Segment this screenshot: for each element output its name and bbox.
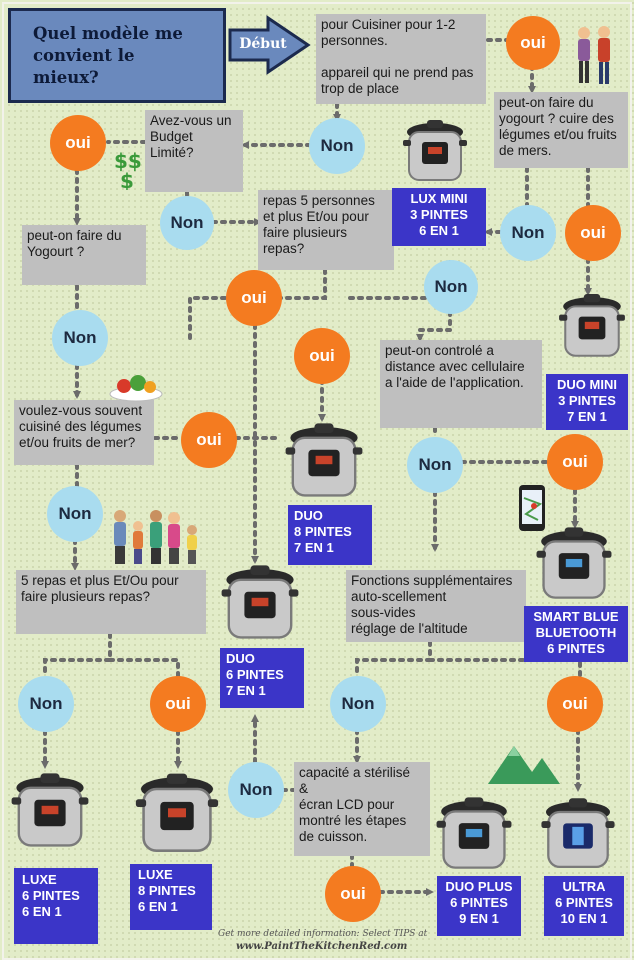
answer-non-5: Non	[52, 310, 108, 366]
answer-non-2: Non	[160, 196, 214, 250]
answer-oui-6: oui	[181, 412, 237, 468]
answer-oui-7: oui	[547, 434, 603, 490]
money-icon: $$$	[114, 150, 142, 190]
model-lux-mini: LUX MINI 3 PINTES 6 EN 1	[392, 188, 486, 246]
answer-oui-3: oui	[565, 205, 621, 261]
model-duo-mini: DUO MINI 3 PINTES 7 EN 1	[546, 374, 628, 430]
footer-info: Get more detailed information: Select TI…	[218, 929, 428, 939]
question-10: capacité a stérilisé & écran LCD pour mo…	[294, 762, 430, 856]
answer-oui-2: oui	[50, 115, 106, 171]
question-9: Fonctions supplémentaires auto-scellemen…	[346, 570, 526, 642]
question-6: peut-on controlé a distance avec cellula…	[380, 340, 542, 428]
svg-text:$: $	[120, 169, 134, 190]
answer-oui-8: oui	[150, 676, 206, 732]
answer-non-7: Non	[47, 486, 103, 542]
start-label: Début	[239, 36, 287, 52]
question-5: peut-on faire du Yogourt ?	[22, 225, 146, 285]
model-duo-8: DUO 8 PINTES 7 EN 1	[288, 505, 372, 565]
answer-non-3: Non	[500, 205, 556, 261]
pressure-cooker-icon	[559, 294, 625, 357]
answer-non-1: Non	[309, 118, 365, 174]
answer-oui-1: oui	[506, 16, 560, 70]
pressure-cooker-icon	[403, 120, 467, 181]
answer-oui-9: oui	[547, 676, 603, 732]
smartphone-icon	[519, 485, 545, 531]
answer-oui-10: oui	[325, 866, 381, 922]
answer-oui-5: oui	[294, 328, 350, 384]
model-duo-6: DUO 6 PINTES 7 EN 1	[220, 648, 304, 708]
question-8: 5 repas et plus Et/Ou pour faire plusieu…	[16, 570, 206, 634]
pressure-cooker-icon	[436, 797, 512, 869]
model-ultra: ULTRA 6 PINTES 10 EN 1	[544, 876, 624, 936]
svg-text:$$: $$	[114, 150, 142, 173]
pressure-cooker-icon	[541, 798, 615, 868]
start-arrow	[228, 15, 311, 75]
answer-oui-4: oui	[226, 270, 282, 326]
answer-non-6: Non	[407, 437, 463, 493]
question-3: peut-on faire du yogourt ? cuire des lég…	[494, 92, 628, 168]
mountain-icon	[488, 746, 560, 784]
pressure-cooker-icon	[536, 527, 612, 599]
question-4: repas 5 personnes et plus Et/ou pour fai…	[258, 190, 394, 270]
pressure-cooker-icon	[135, 773, 219, 852]
answer-non-10: Non	[228, 762, 284, 818]
answer-non-4: Non	[424, 260, 478, 314]
model-duo-plus: DUO PLUS 6 PINTES 9 EN 1	[437, 876, 521, 936]
question-7: voulez-vous souvent cuisiné des légumes …	[14, 400, 154, 465]
model-smart-blue: SMART BLUE BLUETOOTH 6 PINTES	[524, 606, 628, 662]
vegetables-icon	[109, 375, 163, 402]
chart-title: Quel modèle me convient le mieux?	[8, 8, 226, 103]
footer-link[interactable]: www.PaintTheKitchenRed.com	[236, 941, 408, 952]
question-2: Avez-vous un Budget Limité?	[145, 110, 243, 192]
couple-icon	[578, 26, 610, 84]
answer-non-8: Non	[18, 676, 74, 732]
pressure-cooker-icon	[221, 565, 299, 639]
answer-non-9: Non	[330, 676, 386, 732]
pressure-cooker-icon	[11, 773, 89, 847]
question-1: pour Cuisiner pour 1-2 personnes. appare…	[316, 14, 486, 104]
model-luxe-6: LUXE 6 PINTES 6 EN 1	[14, 868, 98, 944]
pressure-cooker-icon	[285, 423, 363, 497]
family-icon	[114, 510, 197, 564]
model-luxe-8: LUXE 8 PINTES 6 EN 1	[130, 864, 212, 930]
